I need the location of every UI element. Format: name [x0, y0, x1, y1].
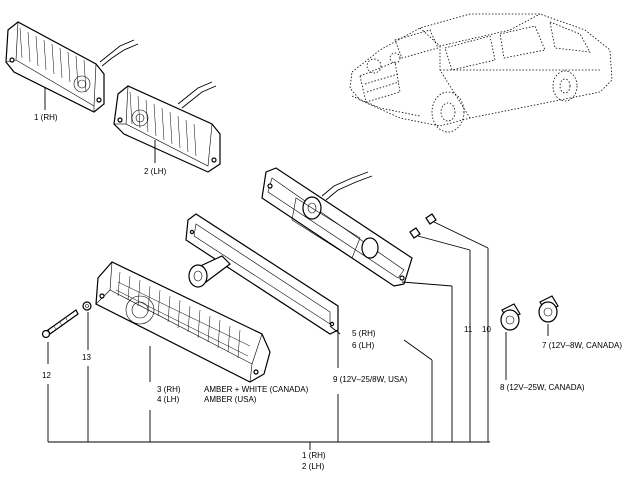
lens-3-4 — [95, 261, 271, 383]
callout-5-rh: 5 (RH) — [352, 329, 376, 338]
bottom-callout-1-rh: 1 (RH) — [302, 451, 326, 460]
bulb-8 — [500, 303, 521, 331]
callout-4-description: AMBER (USA) — [204, 395, 257, 404]
callout-11: 11 — [464, 325, 473, 334]
nut-10 — [425, 213, 437, 225]
lamp-housing — [261, 167, 413, 287]
lamp-assembly-lh — [113, 81, 221, 173]
washer-11 — [409, 227, 421, 239]
callout-7: 7 (12V–8W, CANADA) — [542, 341, 622, 350]
callout-6-lh: 6 (LH) — [352, 341, 375, 350]
bulb-7 — [538, 295, 559, 323]
bulb-9 — [188, 255, 231, 288]
callout-10: 10 — [482, 325, 491, 334]
callout-8: 8 (12V–25W, CANADA) — [500, 383, 585, 392]
bottom-callout-2-lh: 2 (LH) — [302, 462, 325, 471]
callout-3-rh: 3 (RH) — [157, 385, 181, 394]
callout-12: 12 — [42, 371, 51, 380]
callout-1-rh: 1 (RH) — [34, 113, 58, 122]
leader-lines — [44, 88, 549, 450]
grommet-13 — [82, 301, 92, 311]
callout-3-description: AMBER + WHITE (CANADA) — [204, 385, 309, 394]
callout-4-lh: 4 (LH) — [157, 395, 180, 404]
callout-9: 9 (12V–25/8W, USA) — [333, 375, 408, 384]
car-illustration — [349, 13, 613, 133]
callout-13: 13 — [82, 353, 91, 362]
screw-12 — [41, 309, 79, 339]
lamp-assembly-rh — [5, 21, 139, 113]
callout-2-lh: 2 (LH) — [144, 167, 167, 176]
